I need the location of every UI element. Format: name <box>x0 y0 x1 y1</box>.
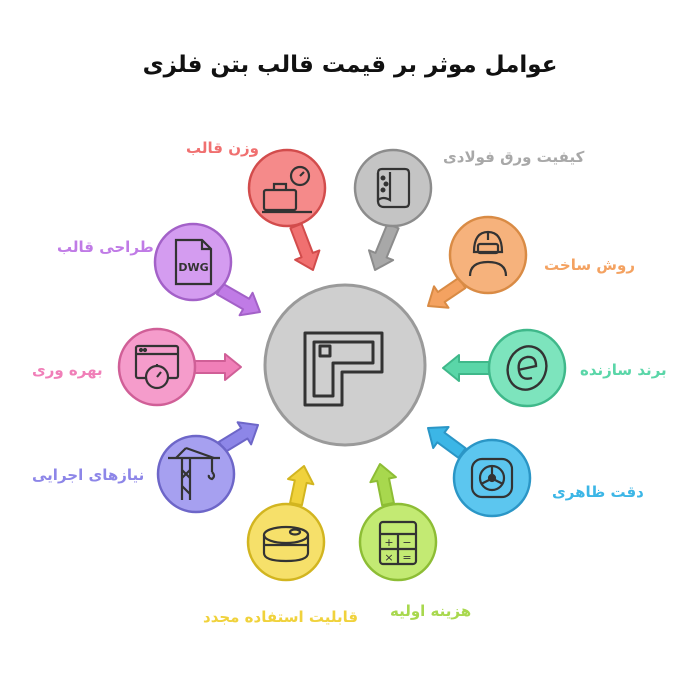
nodes-layer: + − × = <box>117 148 567 582</box>
label-reusability: قابلیت استفاده مجدد <box>203 608 359 626</box>
calculator-icon: + − × = <box>378 520 418 566</box>
tire-icon <box>470 457 514 499</box>
factor-node-formwork-design: DWG <box>153 222 233 302</box>
svg-text:−: − <box>402 536 411 549</box>
arrow-productivity <box>194 353 242 381</box>
label-steel-sheet-quality: کیفیت ورق فولادی <box>443 148 585 166</box>
arrow-execution-needs <box>217 421 259 454</box>
arrow-surface-precision <box>427 426 467 459</box>
welder-icon <box>468 230 508 277</box>
label-construction-method: روش ساخت <box>544 256 635 274</box>
factor-node-formwork-weight <box>247 148 327 228</box>
dwg-file-icon: DWG <box>174 238 213 286</box>
svg-text:=: = <box>402 551 411 564</box>
svg-text:DWG: DWG <box>178 261 208 274</box>
center-node <box>263 283 427 447</box>
arrows-layer <box>194 222 490 507</box>
arrow-formwork-weight <box>289 222 321 271</box>
label-formwork-design: طراحی قالب <box>57 238 154 256</box>
factor-node-productivity <box>117 327 197 407</box>
factor-node-execution-needs <box>156 434 236 514</box>
factor-node-surface-precision <box>452 438 532 518</box>
brand-e-icon <box>506 345 548 391</box>
arrow-reusability <box>287 465 315 507</box>
timer-window-icon <box>134 344 180 390</box>
label-initial-cost: هزینه اولیه <box>390 602 472 620</box>
arrow-steel-sheet-quality <box>368 222 400 271</box>
arrow-construction-method <box>427 277 467 309</box>
arrow-initial-cost <box>369 463 397 507</box>
svg-text:×: × <box>384 551 393 564</box>
arrow-manufacturer-brand <box>442 354 490 382</box>
label-surface-precision: دقت ظاهری <box>552 483 644 501</box>
recycle-can-icon <box>262 525 310 563</box>
diagram-title: عوامل موثر بر قیمت قالب بتن فلزی <box>142 52 558 78</box>
factor-node-reusability <box>246 502 326 582</box>
label-formwork-weight: وزن قالب <box>186 139 259 157</box>
label-productivity: بهره وری <box>32 361 103 379</box>
steel-roll-icon <box>376 167 411 209</box>
factor-node-manufacturer-brand <box>487 328 567 408</box>
crane-icon <box>168 446 220 500</box>
factor-node-steel-sheet-quality <box>353 148 433 228</box>
scale-luggage-icon <box>262 165 312 214</box>
arrow-formwork-design <box>216 282 261 317</box>
svg-text:+: + <box>384 536 393 549</box>
factor-node-initial-cost: + − × = <box>358 502 438 582</box>
label-manufacturer-brand: برند سازنده <box>580 361 667 379</box>
factor-node-construction-method <box>448 215 528 295</box>
formwork-icon <box>303 331 384 407</box>
label-execution-needs: نیازهای اجرایی <box>32 466 145 484</box>
